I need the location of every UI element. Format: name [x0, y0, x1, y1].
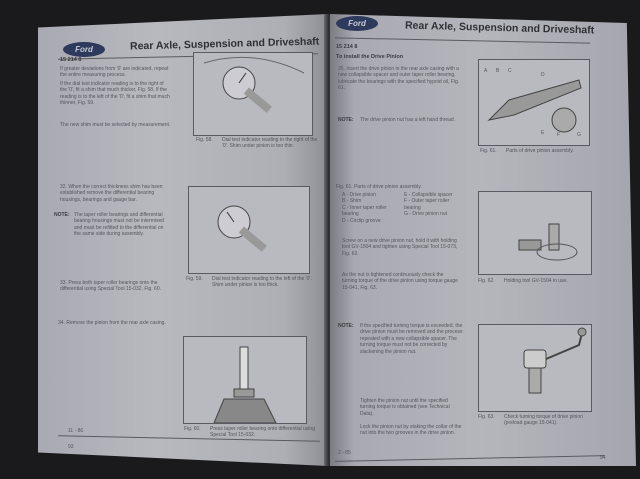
footer-section: 2 - 85: [338, 450, 351, 456]
callout-g: G: [577, 132, 581, 138]
section-code: 15 214 8: [60, 57, 82, 63]
page-number: 93: [68, 444, 74, 450]
fig59-caption: Dial test indicator reading to the left …: [212, 276, 312, 289]
figure-60: [183, 336, 307, 424]
fig60-caption: Press taper roller bearing onto differen…: [210, 426, 315, 439]
fig62-label: Fig. 62.: [478, 278, 495, 284]
note-label: NOTE:: [54, 212, 70, 218]
ford-logo: Ford: [336, 16, 378, 31]
dial-indicator-illustration: [203, 56, 305, 113]
fig60-label: Fig. 60.: [184, 426, 201, 432]
callout-b: B: [496, 68, 500, 74]
header-rule: [335, 37, 590, 44]
right-page: Ford Rear Axle, Suspension and Driveshaf…: [330, 14, 636, 466]
note2-text: If the specified turning torque is excee…: [360, 323, 463, 355]
fig63-label: Fig. 63.: [478, 414, 495, 420]
step-33: 33. Press both taper roller bearings ont…: [60, 280, 161, 293]
page-title: Rear Axle, Suspension and Driveshaft: [404, 19, 595, 37]
callout-e: E: [541, 130, 545, 136]
para-screw-nut: Screw on a new drive pinion nut, hold it…: [342, 238, 458, 257]
footer-rule: [335, 455, 605, 462]
section-heading: To install the Drive Pinion: [336, 54, 404, 60]
figure-61: A B C D E F G: [478, 59, 590, 146]
figure-62: [478, 191, 592, 275]
para-deviation: If greater deviations from '0' are indic…: [60, 66, 169, 79]
callout-a: A: [484, 68, 488, 74]
fig59-label: Fig. 59.: [186, 276, 203, 282]
legend-left: A - Drive pinion B - Shim C - Inner tape…: [342, 192, 400, 224]
fig58-label: Fig. 58.: [196, 137, 213, 143]
para-check-torque: As the nut is tightened continuously che…: [342, 272, 458, 291]
figure-59: [188, 186, 310, 274]
step-32: 32. When the correct thickness shim has …: [60, 184, 163, 203]
page-number: 94: [600, 455, 606, 461]
legend-right: E - Collapsible spacer F - Outer taper r…: [404, 192, 464, 218]
legend-item: B - Shim: [342, 198, 362, 205]
step-35: 35. Insert the drive pinion in the rear …: [338, 66, 460, 92]
fig63-caption: Check turning torque of drive pinion (pr…: [504, 414, 583, 427]
footer-section: 11 - 86: [68, 428, 84, 434]
step-34: 34. Remove the pinion from the rear axle…: [58, 320, 166, 326]
holding-tool-illustration: [518, 223, 578, 261]
para-new-shim: The new shim must be selected by measure…: [60, 122, 171, 128]
para-dial-reading: If the dial test indicator reading is to…: [60, 81, 170, 107]
callout-c: C: [508, 68, 512, 74]
figure-58: [193, 52, 313, 136]
para-tighten: Tighten the pinion nut until the specifi…: [360, 398, 450, 417]
figure-63: [478, 324, 592, 412]
legend-item: C - Inner taper roller bearing: [342, 204, 387, 218]
para-lock: Lock the pinion nut by staking the colla…: [360, 424, 462, 437]
legend-item: E - Collapsible spacer: [404, 192, 453, 198]
note1-label: NOTE:: [338, 117, 354, 123]
page-title: Rear Axle, Suspension and Driveshaft: [129, 35, 320, 53]
legend-title: Fig. 61. Parts of drive pinion assembly.: [336, 184, 422, 190]
note2-label: NOTE:: [338, 323, 354, 329]
fig61-caption: Parts of drive pinion assembly.: [506, 148, 574, 154]
special-tool-illustration: [213, 346, 277, 423]
fig58-caption: Dial test indicator reading to the right…: [222, 137, 318, 150]
left-page: Ford Rear Axle, Suspension and Driveshaf…: [38, 14, 328, 466]
note-text: The taper roller bearings and differenti…: [74, 212, 165, 238]
legend-item: F - Outer taper roller bearing: [404, 198, 450, 211]
ford-logo: Ford: [63, 42, 105, 57]
legend-item: A - Drive pinion: [342, 192, 376, 198]
dial-indicator-illustration: [217, 205, 267, 252]
book-gutter: [324, 14, 334, 466]
fig61-label: Fig. 61.: [480, 148, 497, 154]
callout-f: F: [557, 132, 561, 138]
section-code: 15 214 8: [336, 44, 358, 50]
legend-item: G - Drive pinion nut: [404, 211, 448, 218]
fig62-caption: Holding tool GV-1504 in use.: [504, 278, 568, 284]
note1-text: The drive pinion nut has a left hand thr…: [360, 117, 456, 123]
legend-item: D - Circlip groove: [342, 217, 381, 224]
callout-d: D: [541, 72, 545, 78]
drive-pinion-illustration: [487, 79, 582, 133]
torque-gauge-illustration: [523, 327, 587, 394]
